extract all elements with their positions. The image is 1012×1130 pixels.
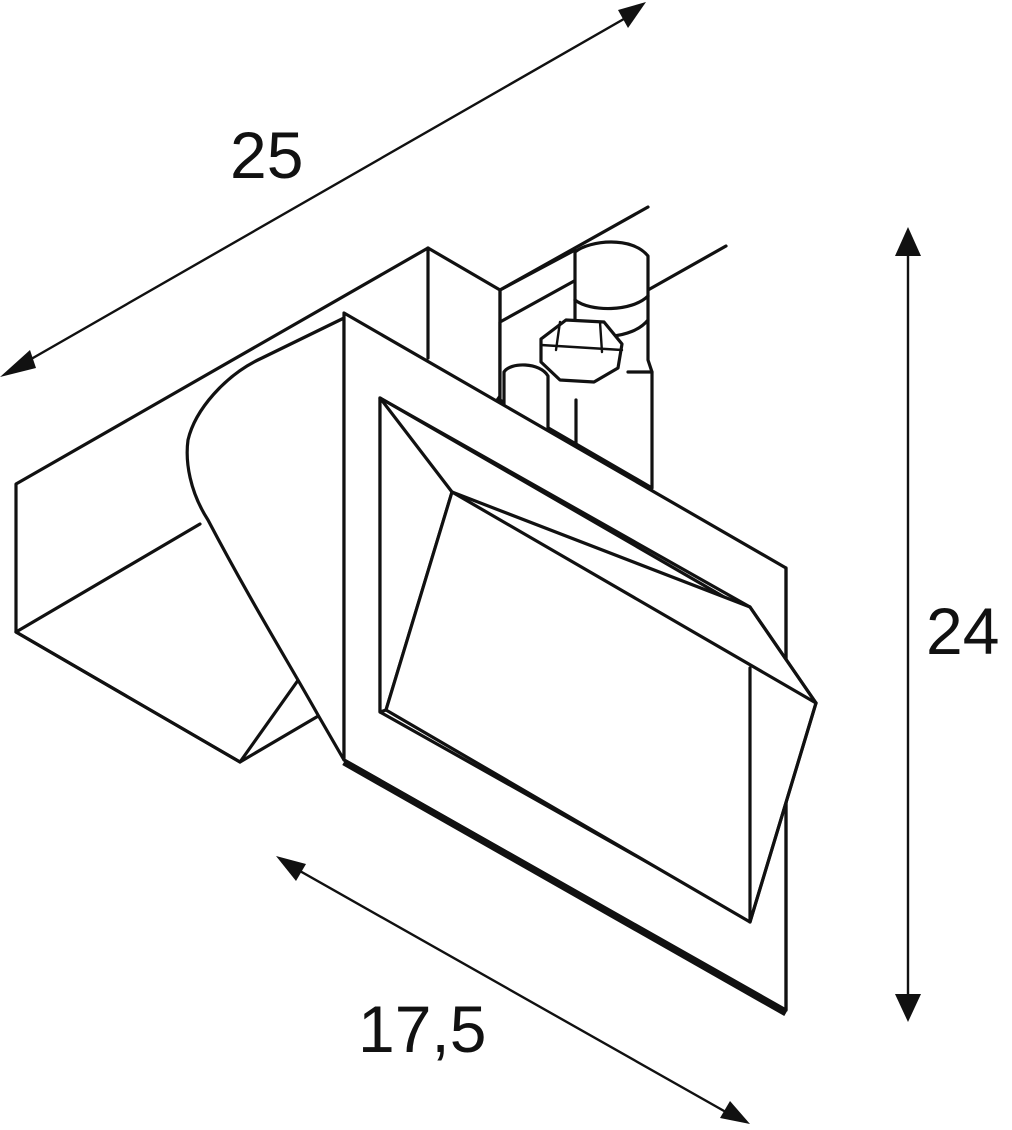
arrowhead-bottom xyxy=(895,994,921,1022)
side-arm xyxy=(185,316,346,762)
mounting-bracket xyxy=(498,205,728,490)
dimension-depth-label: 17,5 xyxy=(358,992,486,1066)
dimension-height-label: 24 xyxy=(926,594,999,668)
dimension-length: 25 xyxy=(0,2,646,377)
arrowhead-lower xyxy=(720,1101,750,1124)
arrowhead-left xyxy=(0,350,36,377)
dimension-length-label: 25 xyxy=(230,118,303,192)
lamp-head xyxy=(342,311,818,1017)
arrowhead-upper xyxy=(276,856,306,881)
arrowhead-right xyxy=(618,2,646,28)
dimension-depth: 17,5 xyxy=(276,856,750,1124)
dimension-height: 24 xyxy=(895,227,999,1022)
arrowhead-top xyxy=(895,227,921,256)
